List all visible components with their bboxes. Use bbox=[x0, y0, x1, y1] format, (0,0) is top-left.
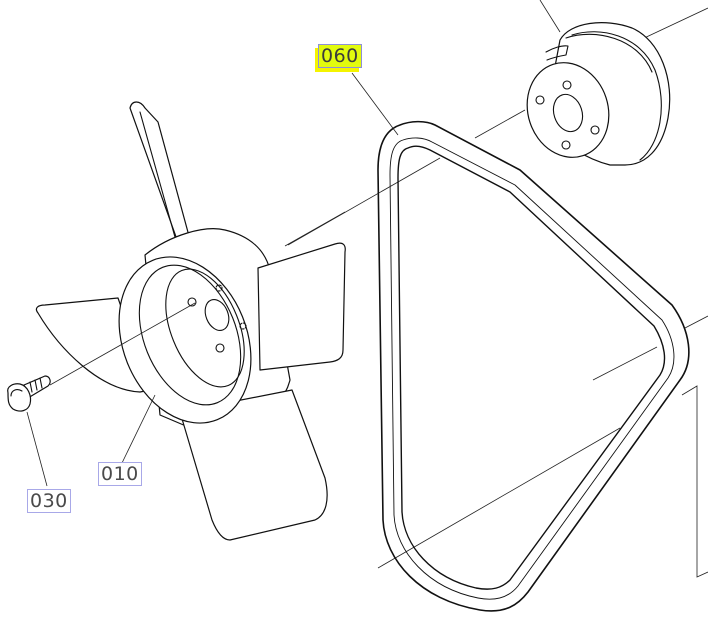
engine-outline bbox=[287, 0, 708, 578]
fan[interactable] bbox=[35, 101, 346, 541]
leader-060 bbox=[351, 72, 399, 136]
leader-010 bbox=[121, 394, 156, 464]
callout-030[interactable]: 030 bbox=[27, 489, 71, 513]
leader-030 bbox=[26, 411, 48, 487]
v-belt[interactable] bbox=[377, 120, 690, 612]
callout-010[interactable]: 010 bbox=[98, 462, 142, 486]
bolt[interactable] bbox=[7, 375, 51, 412]
callout-060[interactable]: 060 bbox=[318, 44, 362, 68]
pulley bbox=[526, 22, 671, 166]
leader-lines bbox=[26, 72, 399, 487]
